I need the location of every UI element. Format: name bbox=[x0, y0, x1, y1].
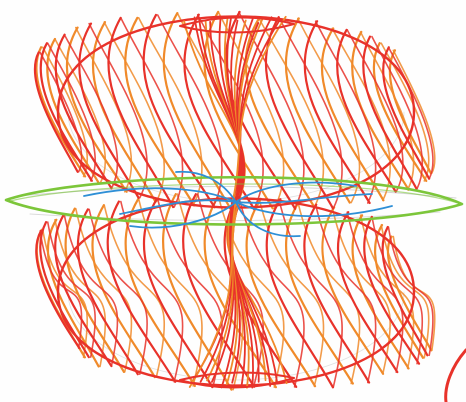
corner-arc-stroke bbox=[446, 350, 466, 402]
corner-arc bbox=[446, 350, 466, 402]
upper-loop-back bbox=[43, 47, 88, 176]
